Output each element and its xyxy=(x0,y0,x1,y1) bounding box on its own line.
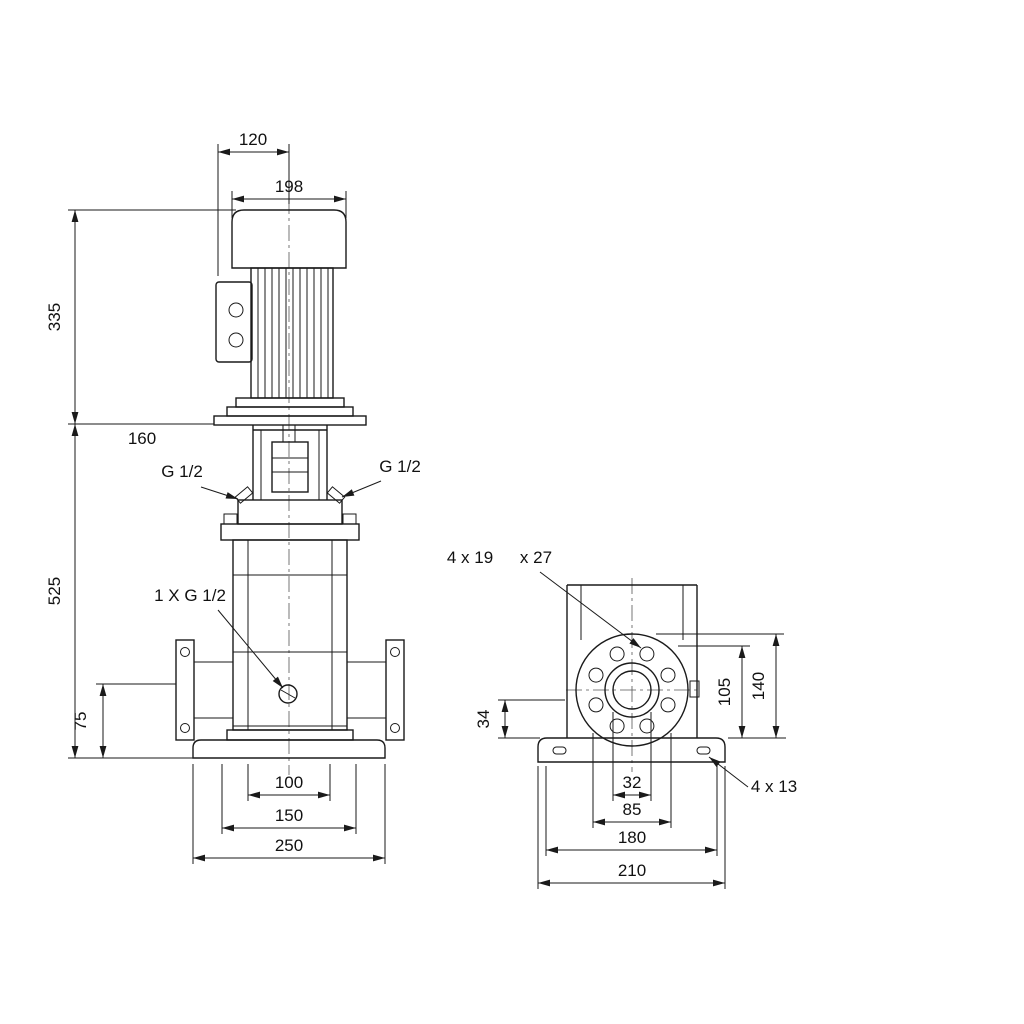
priming-plug-right xyxy=(326,486,346,504)
terminal-box xyxy=(215,281,253,363)
dim-100-label: 100 xyxy=(275,773,303,792)
side-plug xyxy=(689,680,700,698)
dim-140-label: 140 xyxy=(749,672,768,700)
drain-port-label: 1 X G 1/2 xyxy=(154,586,226,605)
head-block xyxy=(237,499,343,525)
chamber-stack xyxy=(232,539,348,731)
leader-flange-holes xyxy=(539,571,642,649)
staybolt-nut xyxy=(342,513,357,525)
dim-335-label: 335 xyxy=(45,303,64,331)
side-dimensions: 4 x 19 x 27 34 105 140 4 x 13 32 85 180 … xyxy=(447,548,797,889)
motor-cap xyxy=(231,209,347,269)
pump-base xyxy=(192,729,386,759)
front-dimensions: 120 198 335 160 525 G 1/2 G 1/2 1 X G 1/… xyxy=(45,130,421,864)
side-body xyxy=(566,584,700,738)
dim-180-label: 180 xyxy=(618,828,646,847)
cable-entry-icon xyxy=(228,302,244,318)
flange-bolt-icon xyxy=(180,647,190,657)
suction-flange xyxy=(175,639,233,741)
base-plate-outline xyxy=(537,737,726,763)
leader-port-right xyxy=(341,480,382,498)
body-inner-lines xyxy=(580,585,684,640)
dim-250-label: 250 xyxy=(275,836,303,855)
head-flange-plate xyxy=(220,523,360,541)
motor-flange xyxy=(226,406,354,417)
cable-entry-icon xyxy=(228,332,244,348)
extension-lines xyxy=(498,633,786,889)
dim-120-label: 120 xyxy=(239,130,267,149)
dim-32-label: 32 xyxy=(623,773,642,792)
stool-walls xyxy=(252,425,328,500)
base-slot xyxy=(696,746,711,755)
priming-plug-left xyxy=(234,486,254,504)
flange-bolt-icon xyxy=(390,647,400,657)
pump-head xyxy=(220,486,360,541)
side-view: 4 x 19 x 27 34 105 140 4 x 13 32 85 180 … xyxy=(447,548,797,889)
base-chamber xyxy=(226,729,354,741)
stool-flange xyxy=(213,415,367,426)
motor-end-shield xyxy=(235,397,345,408)
dim-85-label: 85 xyxy=(623,800,642,819)
dim-34-label: 34 xyxy=(474,710,493,729)
end-flange xyxy=(575,633,689,747)
staybolt-nut xyxy=(223,513,238,525)
port-left-label: G 1/2 xyxy=(161,462,203,481)
dim-75-label: 75 xyxy=(71,712,90,731)
flange-bolt-holes xyxy=(588,646,676,734)
coupling-split-lines xyxy=(272,425,308,473)
side-base-plate xyxy=(537,737,726,763)
leader-drain xyxy=(217,609,284,689)
leader-port-left xyxy=(200,486,239,500)
extension-lines xyxy=(68,144,386,864)
dim-160-label: 160 xyxy=(128,429,156,448)
outer-sleeve xyxy=(232,539,348,731)
motor-fins xyxy=(257,268,329,398)
body-outline xyxy=(566,584,698,738)
drain-plug xyxy=(278,684,298,704)
motor xyxy=(215,209,354,417)
leader-base-holes xyxy=(708,756,749,788)
drain-plug-slot xyxy=(280,689,296,699)
flange-bore xyxy=(612,670,652,710)
dim-525-label: 525 xyxy=(45,577,64,605)
dim-105-label: 105 xyxy=(715,678,734,706)
dim-198-label: 198 xyxy=(275,177,303,196)
flange-holes-counterbore-label: x 27 xyxy=(520,548,552,567)
flange-holes-label: 4 x 19 xyxy=(447,548,493,567)
base-holes-label: 4 x 13 xyxy=(751,777,797,796)
front-view: 120 198 335 160 525 G 1/2 G 1/2 1 X G 1/… xyxy=(45,130,421,864)
dim-210-label: 210 xyxy=(618,861,646,880)
port-right-label: G 1/2 xyxy=(379,457,421,476)
coupling-guard xyxy=(260,430,320,500)
motor-stool xyxy=(213,415,367,500)
base-slot xyxy=(552,746,567,755)
flange-outer-circle xyxy=(575,633,689,747)
discharge-flange xyxy=(347,639,405,741)
coupling xyxy=(271,441,309,493)
inner-sleeve-lines xyxy=(233,540,347,730)
flange-bolt-icon xyxy=(390,723,400,733)
flange-raised-face xyxy=(604,662,660,718)
flange-bolt-icon xyxy=(180,723,190,733)
dim-150-label: 150 xyxy=(275,806,303,825)
base-plate xyxy=(192,739,386,759)
